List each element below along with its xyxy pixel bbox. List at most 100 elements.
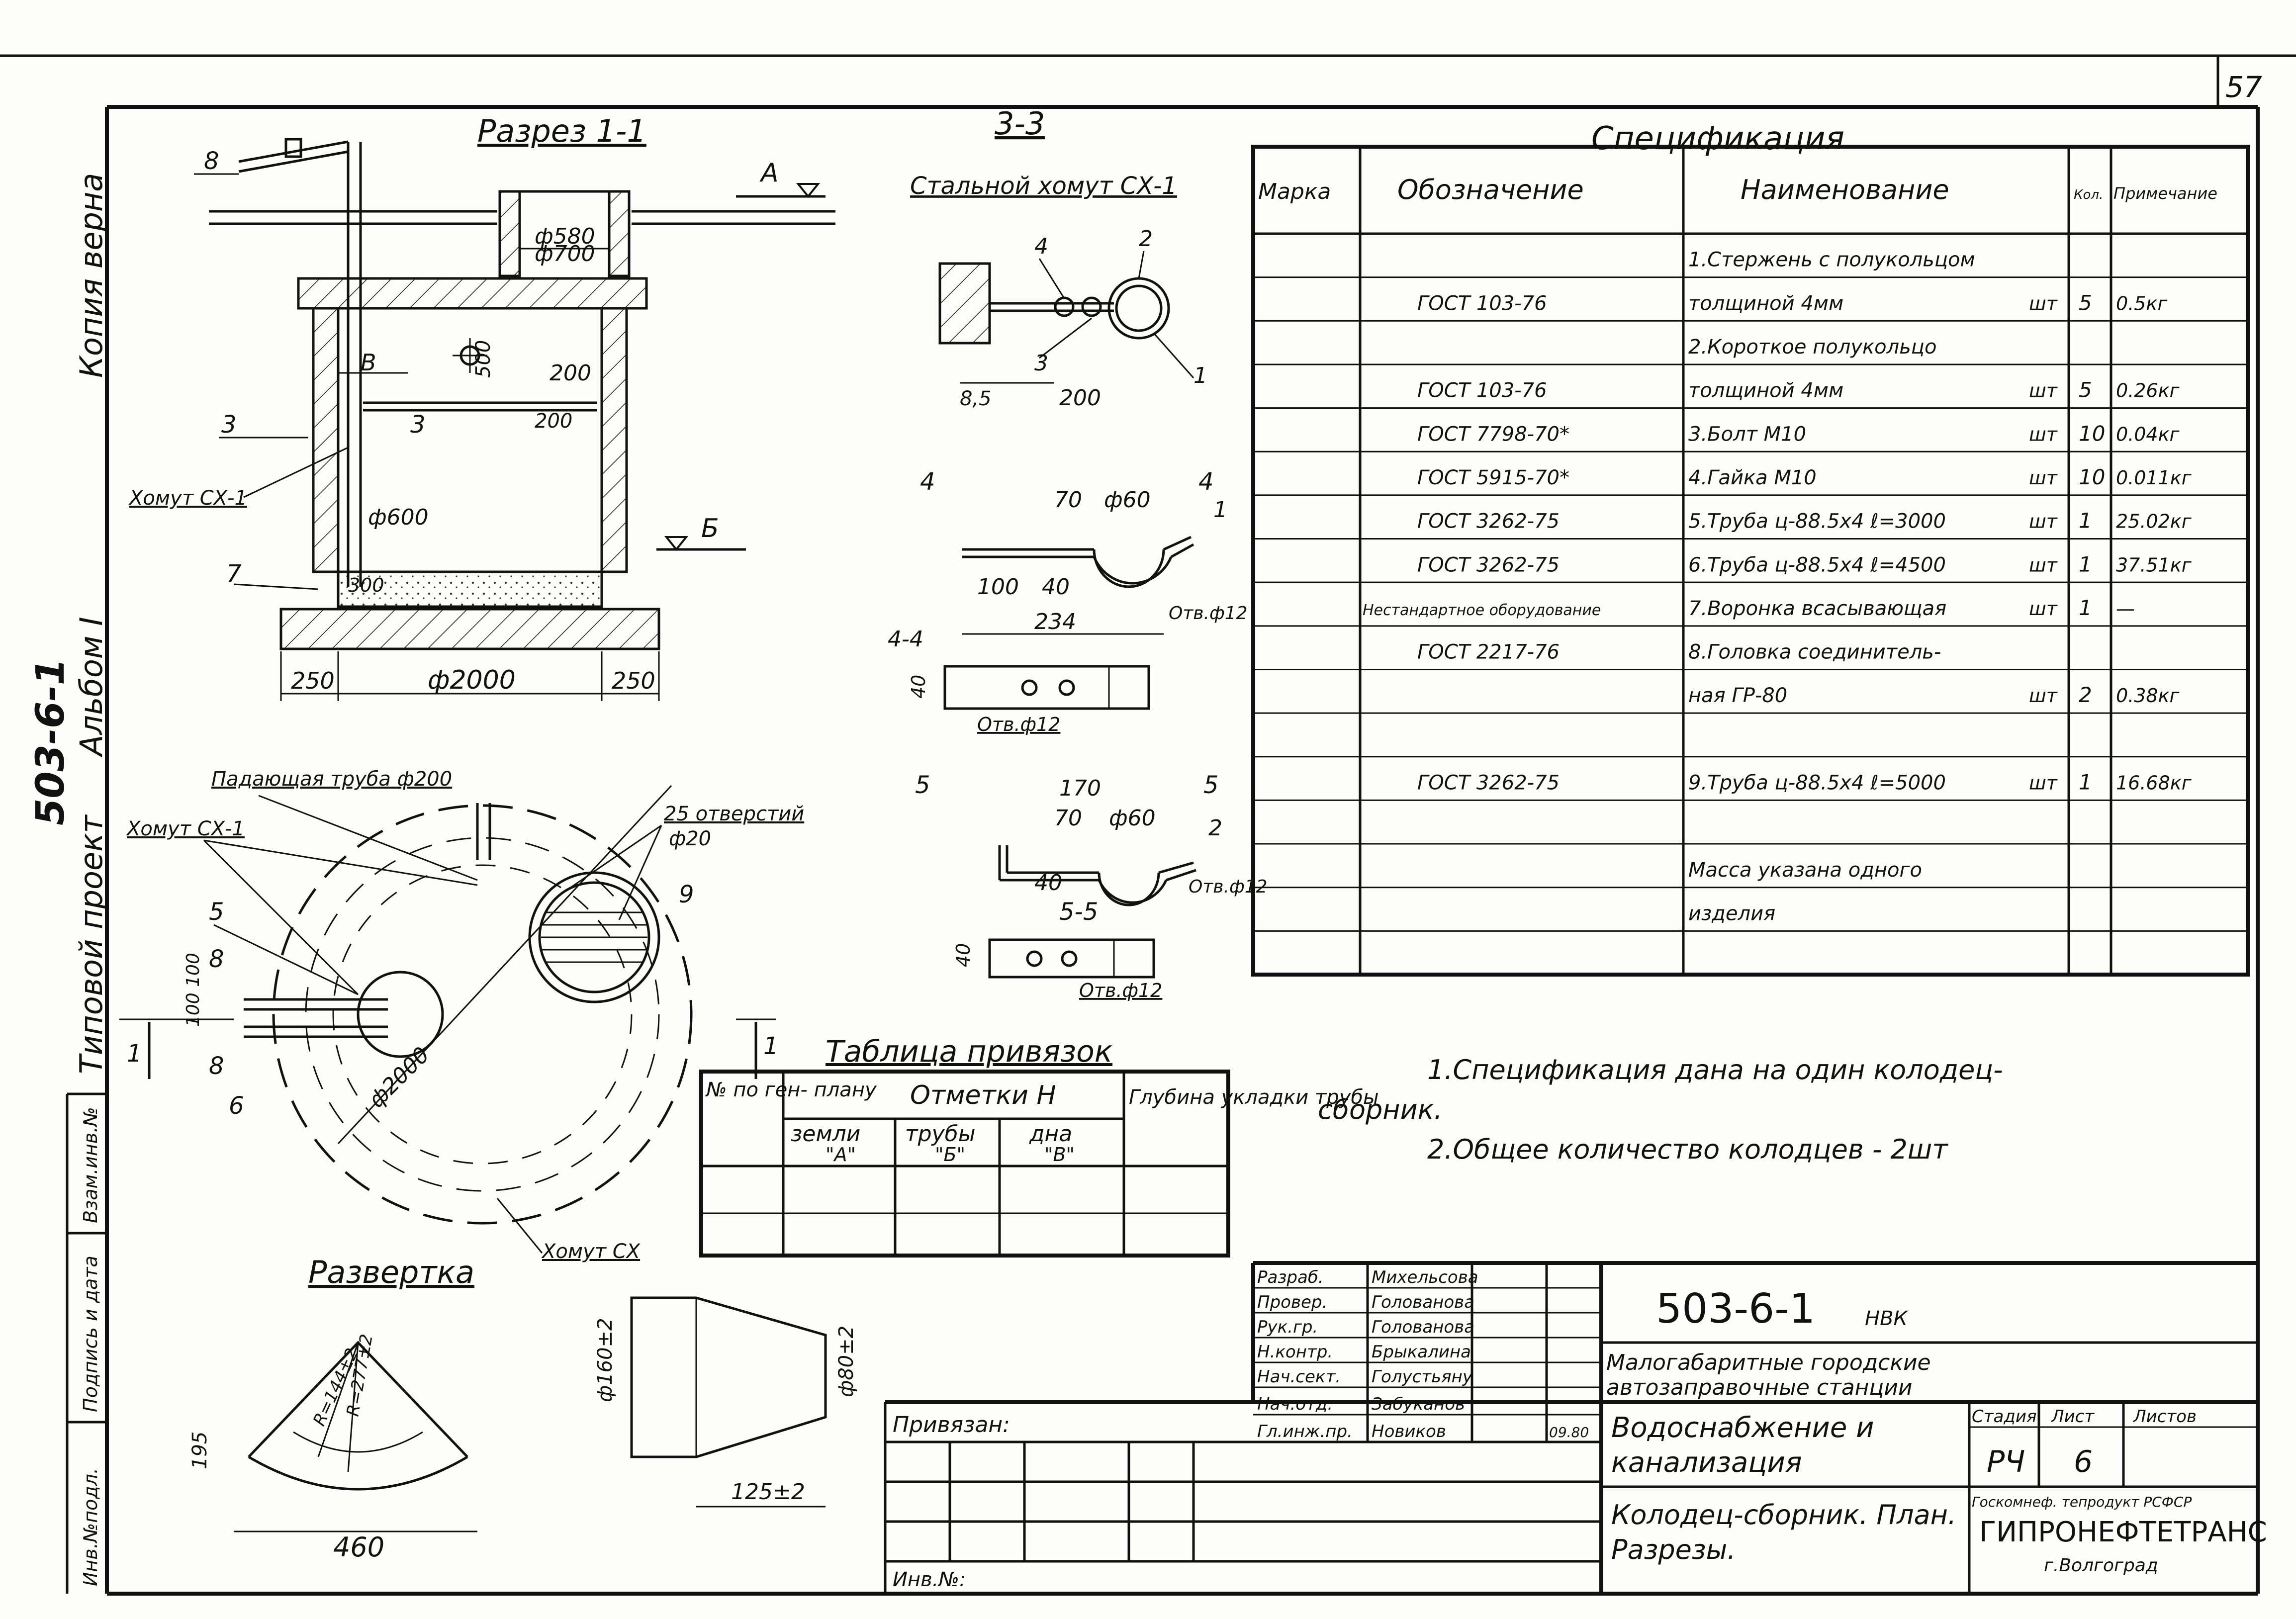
spec-cell-note: 0.26кг <box>2116 380 2180 402</box>
tie-header-pipe-mark: "Б" <box>935 1144 965 1166</box>
tie-header-depth: Глубина укладки трубы <box>1129 1086 1379 1109</box>
spec-cell-note: — <box>2116 598 2135 620</box>
tie-header-ground-mark: "А" <box>826 1144 856 1166</box>
note-1b: сборник. <box>1318 1094 1443 1125</box>
note-2: 2.Общее количество колодцев - 2шт <box>1427 1134 1948 1165</box>
tb-project-name-1: Малогабаритные городские <box>1606 1350 1931 1375</box>
callout-3-mid: 3 <box>410 411 426 439</box>
spec-cell-note: 0.38кг <box>2116 685 2180 707</box>
spec-cell-name: Масса указана одного <box>1688 859 1922 882</box>
tie-header-bottom-mark: "В" <box>1044 1144 1075 1166</box>
tie-header-no: № по ген- плану <box>705 1079 877 1101</box>
clamp-label-plan: Хомут СХ-1 <box>126 817 245 840</box>
specification-table: Спецификация Марка Обозначение Наименова… <box>1251 120 2250 977</box>
tb-org-city: г.Волгоград <box>2044 1555 2158 1576</box>
spec-cell-unit: шт <box>2029 423 2058 445</box>
clamp-callout-4: 4 <box>1034 234 1048 259</box>
section-1-1-title: Разрез 1-1 <box>477 113 646 149</box>
spec-cell-qty: 1 <box>2079 509 2092 533</box>
p5-dim-170: 170 <box>1059 776 1101 801</box>
spec-cell-name: 3.Болт М10 <box>1688 423 1806 446</box>
spec-cell-name: толщиной 4мм <box>1688 292 1843 315</box>
spec-header-note: Примечание <box>2113 184 2217 203</box>
spec-cell-unit: шт <box>2029 598 2058 620</box>
spec-cell-note: 0.04кг <box>2116 423 2180 445</box>
callout-3-left: 3 <box>221 411 237 439</box>
tb-role: Н.контр. <box>1257 1342 1333 1362</box>
tie-header-ground: земли <box>791 1121 860 1147</box>
p5-dim-h40: 40 <box>952 943 974 967</box>
tb-project-name-2: автозаправочные станции <box>1606 1375 1913 1400</box>
dim-w200-clamp: 200 <box>1059 385 1101 411</box>
spec-cell-designation: ГОСТ 3262-75 <box>1417 510 1560 533</box>
p4-section-label: 4-4 <box>888 627 923 652</box>
level-mark-a: А <box>759 158 779 188</box>
spec-cell-name: 1.Стержень с полукольцом <box>1688 249 1975 271</box>
clamp-callout-2: 2 <box>1139 226 1153 252</box>
spec-header-designation: Обозначение <box>1397 174 1584 205</box>
spec-cell-note: 16.68кг <box>2116 772 2192 794</box>
spec-cell-designation: ГОСТ 7798-70* <box>1417 423 1569 446</box>
part5-mark-right: 5 <box>1203 771 1219 799</box>
plan-callout-8-top: 8 <box>209 945 224 973</box>
spec-cell-qty: 1 <box>2079 596 2092 620</box>
copy-true-note: Копия верна <box>73 173 109 378</box>
plan-callout-1-right: 1 <box>763 1032 779 1060</box>
p5-mark-2: 2 <box>1208 815 1222 841</box>
p5-dim-70: 70 <box>1054 806 1082 831</box>
spec-header-qty: Кол. <box>2074 187 2103 202</box>
spec-cell-name: 5.Труба ц-88.5х4 ℓ=3000 <box>1688 510 1946 533</box>
tb-stage: РЧ <box>1987 1444 2025 1479</box>
stamp-label-signature: Подпись и дата <box>80 1256 101 1412</box>
tie-header-marks: Отметки Н <box>910 1080 1056 1110</box>
tb-doc-code: 503-6-1 <box>1656 1285 1815 1333</box>
spec-cell-unit: шт <box>2029 554 2058 576</box>
sheet-frame: 57 <box>0 54 2296 1596</box>
spec-cell-name: толщиной 4мм <box>1688 379 1843 402</box>
p4-dim-100: 100 <box>977 574 1019 600</box>
title-block: Разраб.МихельсоваПровер.ГоловановаРук.гр… <box>884 1261 2267 1594</box>
spec-cell-qty: 1 <box>2079 770 2092 795</box>
tb-inv-label: Инв.№: <box>893 1568 966 1591</box>
part4-mark-left: 4 <box>920 468 935 496</box>
tb-stage-label: Стадия <box>1972 1407 2036 1427</box>
part5-mark-left: 5 <box>915 771 930 799</box>
level-mark-v: В <box>361 349 376 376</box>
tb-name: Голованова <box>1372 1317 1474 1337</box>
callout-8: 8 <box>204 147 219 175</box>
tb-name: Новиков <box>1372 1422 1446 1441</box>
dim-w300: 300 <box>348 574 384 596</box>
spec-cell-designation: ГОСТ 3262-75 <box>1417 553 1560 576</box>
tie-table-title: Таблица привязок <box>826 1034 1112 1069</box>
spec-title: Спецификация <box>1591 120 1844 157</box>
p4-hole-label: Отв.ф12 <box>977 714 1060 735</box>
spec-cell-qty: 2 <box>2079 683 2092 707</box>
spec-cell-name: 8.Головка соединитель- <box>1688 641 1941 664</box>
tb-name: Забуканов <box>1372 1394 1465 1414</box>
general-notes: 1.Спецификация дана на один колодец- сбо… <box>1318 1054 2003 1165</box>
tb-org-name: ГИПРОНЕФТЕТРАНС <box>1979 1516 2267 1548</box>
plan-callout-6: 6 <box>229 1092 244 1120</box>
page-number: 57 <box>2225 70 2262 104</box>
dim-w250-left: 250 <box>291 667 335 694</box>
tb-role: Рук.гр. <box>1257 1317 1318 1337</box>
spec-cell-designation: ГОСТ 103-76 <box>1417 379 1547 402</box>
tb-name: Голованова <box>1372 1292 1474 1312</box>
cone-dim-125: 125±2 <box>731 1479 805 1505</box>
dev-dim-195: 195 <box>188 1432 211 1469</box>
holes-label: 25 отверстий <box>664 803 804 825</box>
clamp2-label: Хомут СХ <box>541 1240 641 1263</box>
p4-dim-40: 40 <box>1042 574 1070 600</box>
tb-section-name-1: Водоснабжение и <box>1611 1412 1874 1444</box>
tb-tie-label: Привязан: <box>893 1412 1010 1438</box>
level-mark-b: Б <box>701 514 719 543</box>
spec-cell-unit: шт <box>2029 772 2058 794</box>
stamp-label-replaced: Взам.инв.№ <box>80 1107 101 1223</box>
section-3-3-title: 3-3 <box>995 105 1045 142</box>
spec-cell-designation: ГОСТ 3262-75 <box>1417 772 1560 795</box>
spec-cell-note: 25.02кг <box>2116 511 2192 533</box>
plan-callout-9: 9 <box>679 881 694 908</box>
cone-dim-d160: ф160±2 <box>594 1318 617 1402</box>
